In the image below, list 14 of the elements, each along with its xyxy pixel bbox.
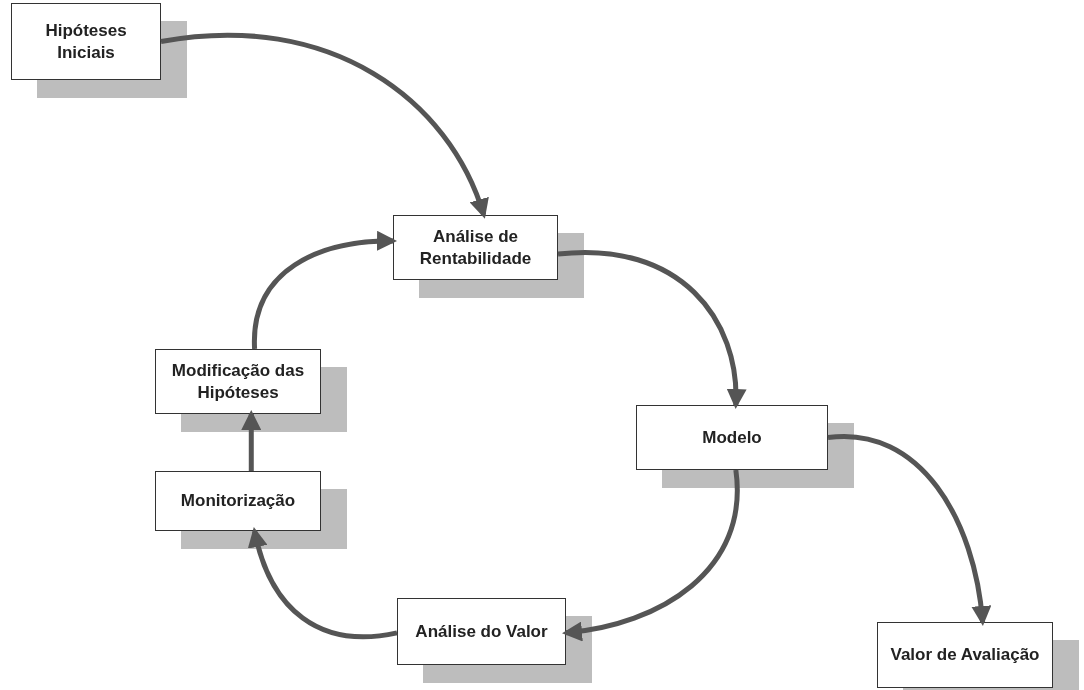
box-label: Modelo [701,426,763,449]
arrow [557,249,746,409]
arrow [252,231,397,350]
box-label: Valor de Avaliação [889,644,1041,666]
box-label: Modificação das Hipóteses [170,360,306,403]
box-label: Monitorização [179,490,297,512]
arrow [241,410,262,471]
arrow [827,434,991,626]
arrow [562,469,740,641]
arrow [248,527,398,640]
box-label: Hipóteses Iniciais [44,20,128,63]
arrow [160,32,488,219]
box-label: Análise de Rentabilidade [418,226,533,269]
box-label: Análise do Valor [414,620,549,643]
